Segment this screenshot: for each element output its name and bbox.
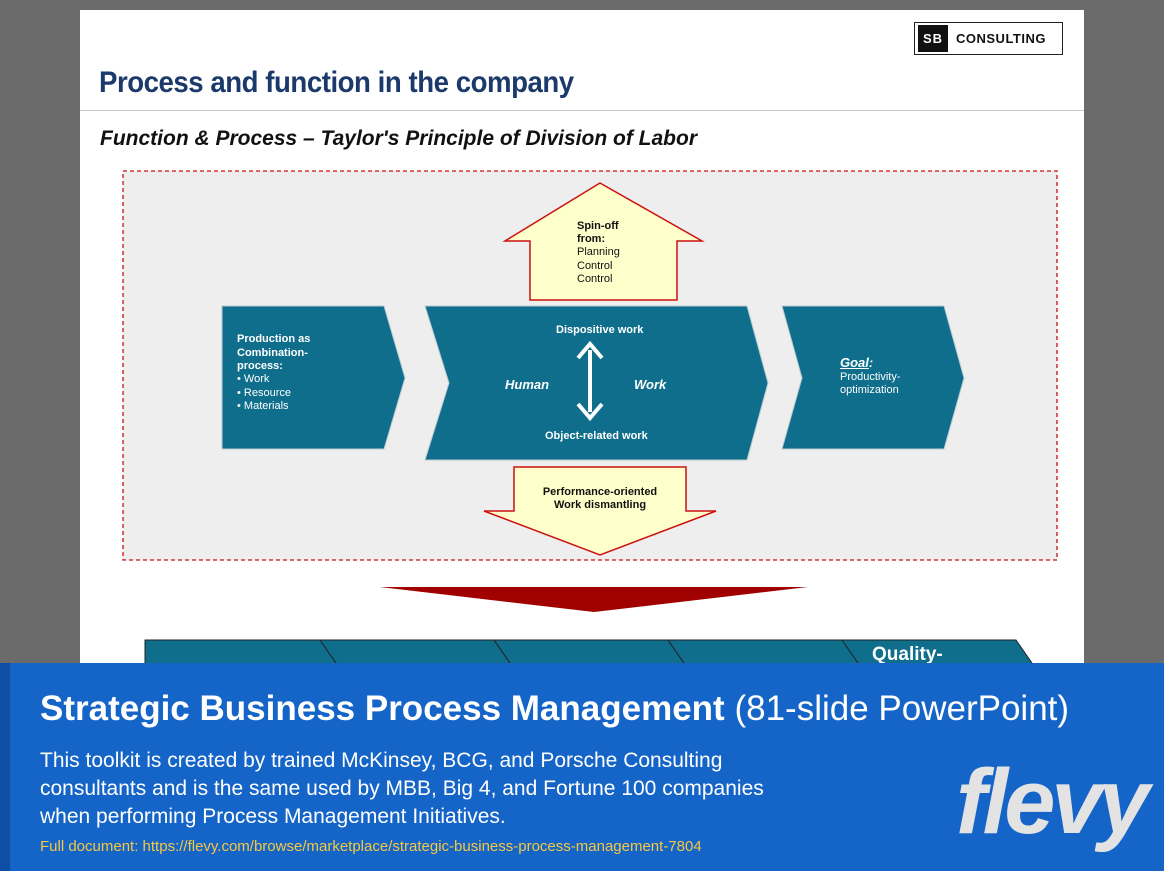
logo-name: CONSULTING	[956, 31, 1046, 46]
logo-badge: SB	[918, 25, 948, 52]
double-arrow-icon	[576, 340, 604, 422]
goal-heading: Goal:	[840, 355, 873, 370]
goal-line-2: optimization	[840, 384, 899, 396]
human-label: Human	[505, 377, 550, 392]
spinoff-heading-1: Spin-off	[577, 220, 619, 232]
object-related-work-label: Object-related work	[545, 430, 648, 442]
production-heading-2: Combination-	[237, 347, 308, 359]
flevy-logo[interactable]: flevy	[956, 751, 1150, 853]
goal-line-1: Productivity-	[840, 371, 901, 383]
transition-arrow	[380, 587, 808, 612]
production-chevron	[221, 305, 406, 450]
slide-subtitle: Function & Process – Taylor's Principle …	[100, 127, 697, 150]
performance-arrow	[483, 466, 717, 556]
promo-banner	[0, 663, 1164, 871]
production-item-work: • Work	[237, 373, 270, 385]
production-heading-1: Production as	[237, 333, 311, 345]
bottom-row-quality-label: Quality-	[872, 644, 943, 665]
center-chevron	[424, 305, 769, 461]
spinoff-heading-2: from:	[577, 233, 606, 245]
production-item-materials: • Materials	[237, 400, 289, 412]
production-heading-3: process:	[237, 360, 283, 372]
slide-title: Process and function in the company	[99, 66, 574, 99]
full-document-link[interactable]: Full document: https://flevy.com/browse/…	[40, 838, 702, 855]
spinoff-item-planning: Planning	[577, 246, 620, 258]
work-label: Work	[634, 377, 667, 392]
goal-chevron	[781, 305, 965, 450]
goal-colon: :	[868, 355, 874, 370]
dispositive-work-label: Dispositive work	[556, 324, 644, 336]
banner-title-strong: Strategic Business Process Management	[40, 689, 725, 728]
banner-description: This toolkit is created by trained McKin…	[40, 749, 764, 828]
banner-left-edge	[0, 663, 10, 871]
title-divider	[80, 110, 1084, 111]
performance-line-2: Work dismantling	[553, 499, 647, 511]
banner-title: Strategic Business Process Management (8…	[40, 689, 1069, 729]
spinoff-item-control-2: Control	[577, 273, 613, 285]
spinoff-item-control: Control	[577, 260, 613, 272]
goal-label: Goal	[840, 355, 869, 370]
sb-consulting-logo: SB CONSULTING	[914, 22, 1063, 55]
spinoff-arrow	[502, 182, 705, 301]
performance-line-1: Performance-oriented	[542, 486, 658, 498]
banner-title-light: (81-slide PowerPoint)	[734, 689, 1070, 728]
production-item-resource: • Resource	[237, 387, 291, 399]
